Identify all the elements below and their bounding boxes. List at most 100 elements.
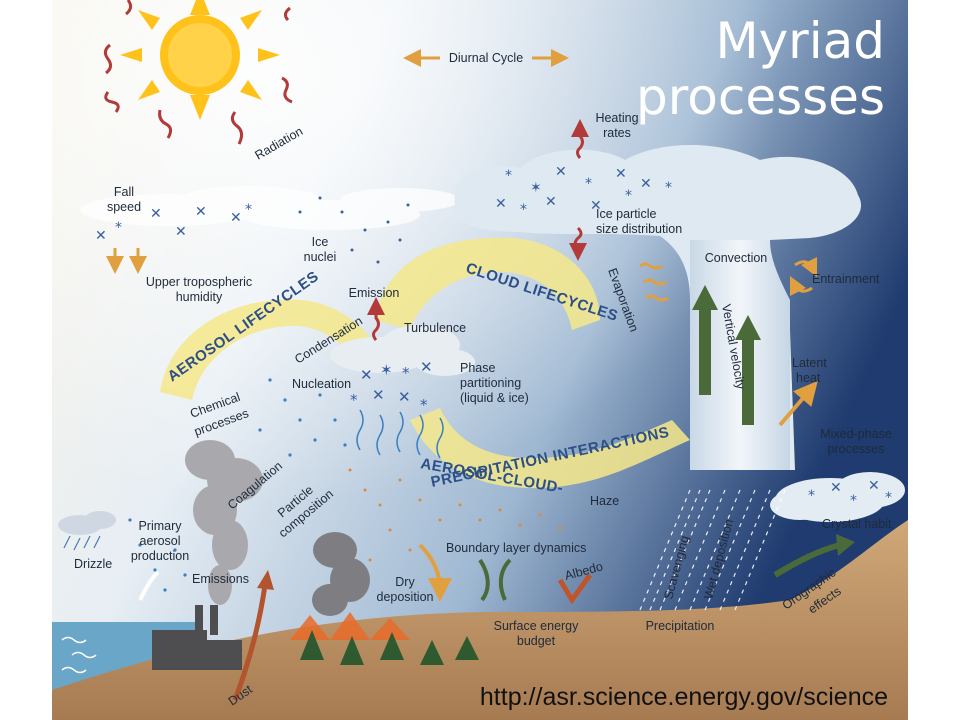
svg-text:*: * — [402, 364, 410, 382]
svg-text:✕: ✕ — [150, 206, 162, 222]
label-convection: Convection — [705, 251, 768, 265]
label-fall-speed-2: speed — [107, 200, 141, 214]
primary-aerosol-arrow — [138, 570, 160, 601]
ground — [52, 520, 908, 720]
emission-arrow — [367, 297, 385, 341]
svg-text:*: * — [115, 220, 122, 236]
svg-text:*: * — [245, 202, 252, 218]
svg-text:*: * — [625, 188, 632, 204]
mixed-phase-cloud — [770, 472, 905, 522]
convective-anvil-cloud — [454, 145, 862, 470]
svg-text:✕: ✕ — [230, 210, 242, 226]
precipitation-streaks — [639, 489, 786, 611]
svg-text:*: * — [420, 396, 428, 414]
aerosol-dots — [128, 378, 347, 592]
label-phase-1: Phase — [460, 361, 495, 375]
forest-fire — [290, 612, 479, 665]
label-dry-dep-1: Dry — [395, 575, 415, 589]
svg-text:*: * — [585, 176, 592, 192]
svg-text:✕: ✕ — [495, 196, 507, 212]
svg-text:✶: ✶ — [530, 180, 542, 196]
label-surface-energy-1: Surface energy — [494, 619, 580, 633]
title-line-1: Myriad — [715, 12, 885, 70]
svg-text:✕: ✕ — [615, 166, 627, 182]
svg-text:✕: ✕ — [590, 198, 602, 214]
drizzle-cloud — [58, 511, 116, 551]
svg-text:✕: ✕ — [545, 194, 557, 210]
label-haze: Haze — [590, 494, 619, 508]
label-boundary-layer: Boundary layer dynamics — [446, 541, 586, 555]
label-nucleation: Nucleation — [292, 377, 351, 391]
label-heating-rates-2: rates — [603, 126, 631, 140]
label-entrainment: Entrainment — [812, 272, 880, 286]
mixed-phase-particles: * ✕ * ✕ * — [808, 478, 892, 509]
ice-particles-anvil: *✶✕ *✕✕ *✕* ✕✕* — [495, 164, 672, 218]
latent-heat-arrow — [778, 380, 818, 427]
label-emissions: Emissions — [192, 572, 249, 586]
ocean-waves — [61, 636, 97, 674]
label-phase-2: partitioning — [460, 376, 521, 390]
heating-rate-up-arrow — [571, 119, 589, 159]
ice-nuclei-dots — [298, 196, 410, 264]
evaporation-arrows — [639, 262, 669, 302]
orange-aerosol-dots — [348, 468, 562, 562]
label-surface-energy-2: budget — [517, 634, 556, 648]
svg-text:✕: ✕ — [555, 164, 567, 180]
label-turbulence: Turbulence — [404, 321, 466, 335]
source-url[interactable]: http://asr.science.energy.gov/science — [480, 683, 888, 711]
svg-text:✕: ✕ — [398, 388, 411, 406]
label-fall-speed-1: Fall — [114, 185, 134, 199]
fall-speed-arrows — [106, 248, 147, 274]
label-crystal-habit: Crystal habit — [822, 517, 892, 531]
label-diurnal-cycle: Diurnal Cycle — [449, 51, 523, 65]
label-dry-dep-2: deposition — [377, 590, 434, 604]
svg-text:*: * — [350, 391, 358, 409]
svg-text:✕: ✕ — [95, 228, 107, 244]
central-cloud-particles: ✕✶* ✕*✕ ✕* — [350, 358, 433, 414]
vertical-velocity-arrows — [692, 285, 761, 425]
entrainment-arrows — [789, 256, 818, 297]
dust-arrowhead — [257, 570, 274, 590]
sun-icon — [120, 0, 280, 120]
dry-deposition-arrow — [418, 543, 452, 602]
label-latent-heat-1: Latent — [792, 356, 827, 370]
svg-text:✕: ✕ — [420, 358, 433, 376]
svg-text:*: * — [850, 493, 857, 509]
svg-text:*: * — [505, 168, 512, 184]
boundary-layer-arrows — [478, 558, 512, 602]
label-heating-rates-1: Heating — [595, 111, 638, 125]
title-line-2: processes — [636, 68, 885, 126]
svg-text:✕: ✕ — [175, 224, 187, 240]
cloud-lifecycles-band — [375, 237, 600, 330]
svg-text:✕: ✕ — [195, 204, 207, 220]
albedo-arrow — [557, 573, 593, 605]
orographic-arrowhead — [836, 534, 855, 556]
label-ice-psd-2: size distribution — [596, 222, 682, 236]
svg-text:*: * — [808, 488, 815, 504]
label-mixed-phase-2: processes — [828, 442, 885, 456]
upper-cloud-left — [80, 186, 460, 230]
svg-text:✕: ✕ — [830, 480, 842, 496]
label-mixed-phase-1: Mixed-phase — [820, 427, 892, 441]
radiation-arrows — [103, 0, 293, 145]
fall-speed-particles: ✕*✕ ✕✕✕ * — [95, 202, 252, 244]
label-precipitation: Precipitation — [646, 619, 715, 633]
orographic-arrow — [773, 542, 841, 578]
central-cloud — [330, 325, 475, 376]
svg-text:*: * — [665, 180, 672, 196]
central-cloud-wavy-lines — [356, 409, 444, 459]
label-ice-psd-1: Ice particle — [596, 207, 656, 221]
label-upper-trop-2: humidity — [176, 290, 223, 304]
aci-band — [410, 408, 690, 489]
label-latent-heat-2: heat — [796, 371, 821, 385]
svg-text:*: * — [520, 202, 527, 218]
factory-icon — [152, 605, 242, 670]
svg-text:✶: ✶ — [380, 361, 393, 379]
svg-text:✕: ✕ — [868, 478, 880, 494]
heating-rate-down-arrow — [569, 226, 587, 261]
label-primary-2: aerosol — [140, 534, 181, 548]
label-ice-nuclei-1: Ice — [312, 235, 329, 249]
svg-text:*: * — [885, 490, 892, 506]
label-primary-1: Primary — [138, 519, 182, 533]
